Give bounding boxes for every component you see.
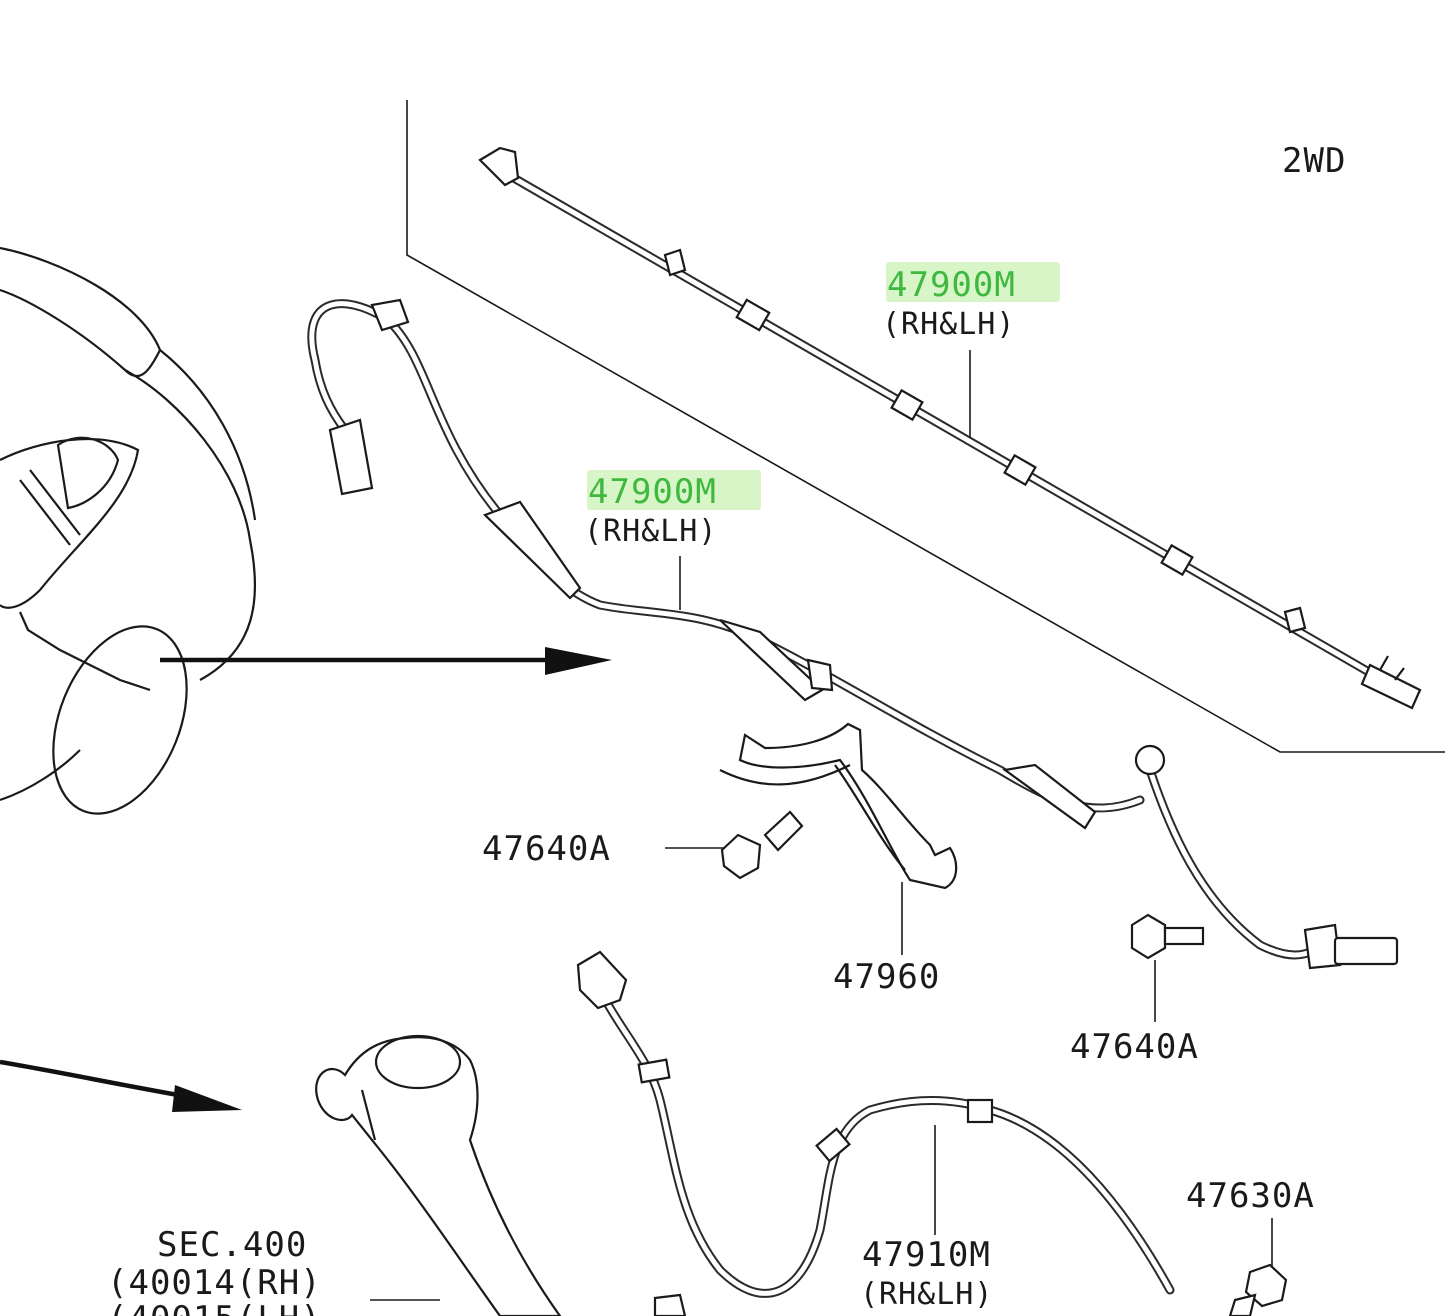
inset-frame — [406, 100, 1445, 753]
steering-knuckle-outline — [0, 246, 257, 815]
sensor-bracket[interactable] — [719, 722, 958, 890]
callout-section-ref: SEC.400 (40014(RH) (40015(LH) — [107, 1225, 440, 1316]
callout-bolt-left: 47640A — [482, 829, 725, 869]
side-label-rear: (RH&LH) — [860, 1277, 993, 1312]
callout-bolt-lower: 47630A — [1186, 1176, 1315, 1268]
callout-sensor-middle: 47900M (RH&LH) — [584, 470, 761, 610]
part-number-47900m-middle: 47900M — [588, 472, 717, 512]
side-label-upper: (RH&LH) — [882, 307, 1015, 342]
section-ref-label: SEC.400 — [157, 1225, 307, 1265]
wheel-speed-sensor-upper[interactable] — [478, 146, 1422, 710]
callout-sensor-upper: 47900M (RH&LH) — [882, 262, 1060, 438]
wheel-speed-sensor-middle[interactable] — [307, 298, 1399, 970]
callout-bracket: 47960 — [833, 882, 940, 997]
part-number-47630a: 47630A — [1186, 1176, 1315, 1216]
arrow-to-knuckle — [0, 1059, 242, 1112]
variant-label: 2WD — [1282, 141, 1346, 181]
part-number-47900m-upper: 47900M — [887, 265, 1016, 305]
arrow-to-sensor — [160, 647, 612, 675]
part-number-47640a-left: 47640A — [482, 829, 611, 869]
bolt-right[interactable] — [1130, 913, 1205, 960]
section-ref-lh: (40015(LH) — [107, 1299, 322, 1316]
callout-sensor-rear: 47910M (RH&LH) — [860, 1125, 993, 1312]
part-number-47910m: 47910M — [862, 1235, 991, 1275]
callout-bolt-right: 47640A — [1070, 960, 1199, 1067]
side-label-middle: (RH&LH) — [584, 514, 717, 549]
section-ref-rh: (40014(RH) — [107, 1263, 322, 1303]
part-number-47960: 47960 — [833, 957, 940, 997]
part-number-47640a-right: 47640A — [1070, 1027, 1199, 1067]
bolt-lower[interactable] — [1228, 1263, 1288, 1316]
knuckle-lower — [315, 1034, 562, 1316]
bolt-left[interactable] — [720, 810, 804, 880]
wheel-speed-sensor-rear[interactable] — [576, 950, 1175, 1316]
